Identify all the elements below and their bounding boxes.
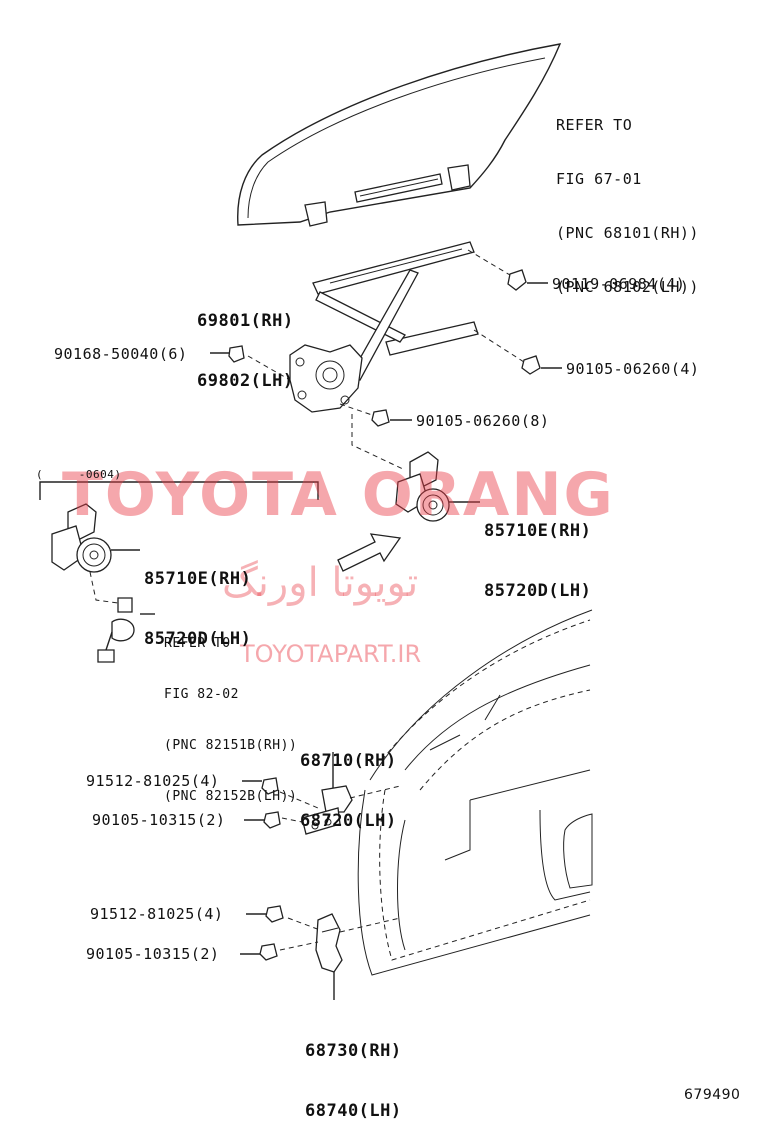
figure-number: 679490	[684, 1087, 741, 1103]
bolt-left-callout: 90168-50040(6)	[54, 345, 188, 363]
hinge-bolt-1-callout: 91512-81025(4)	[86, 772, 220, 790]
regulator-lower-rail	[385, 321, 479, 356]
bolt-icon-bottom	[371, 409, 412, 427]
lower-hinge-icon	[315, 913, 343, 1000]
motor-icon-left	[51, 503, 140, 573]
bolt-icon-hinge-1	[242, 777, 279, 795]
glass-ref-callout: REFER TO FIG 67-01 (PNC 68101(RH)) (PNC …	[556, 116, 699, 296]
hinge-bolt-4-callout: 90105-10315(2)	[86, 945, 220, 963]
motor-right-callout: 85710E(RH) 85720D(LH)	[484, 521, 592, 601]
upper-hinge-callout: 68710(RH) 68720(LH)	[300, 751, 397, 831]
bracket-note: ( -0604)	[36, 468, 122, 481]
bolt-icon-right	[521, 355, 562, 375]
bolt-top-callout: 90119-06984(4)	[552, 275, 686, 293]
bolt-right-callout: 90105-06260(4)	[566, 360, 700, 378]
bolt-icon-hinge-3	[246, 905, 284, 923]
upper-hinge-icon	[301, 752, 353, 835]
bolt-icon-hinge-4	[240, 943, 278, 961]
bolt-bottom-callout: 90105-06260(8)	[416, 412, 550, 430]
bolt-icon-top	[507, 269, 548, 291]
motor-icon-right	[395, 451, 480, 522]
motor-left-callout: 85710E(RH) 85720D(LH)	[144, 569, 252, 649]
regulator-callout: 69801(RH) 69802(LH)	[197, 311, 294, 391]
hinge-bolt-2-callout: 90105-10315(2)	[92, 811, 226, 829]
parts-diagram: TOYOTA ORANG تویوتا اورنگ TOYOTAPART.IR …	[36, 43, 741, 1121]
hinge-bolt-3-callout: 91512-81025(4)	[90, 905, 224, 923]
direction-arrow	[337, 533, 402, 572]
door-glass	[237, 43, 562, 226]
lower-hinge-callout: 68730(RH) 68740(LH)	[305, 1041, 402, 1121]
bolt-icon-left	[210, 345, 245, 363]
diagram-lines	[39, 43, 593, 1000]
regulator-base	[289, 344, 363, 413]
regulator-upper-rail	[312, 241, 475, 295]
wire-ref-callout: REFER TO FIG 82-02 (PNC 82151B(RH)) (PNC…	[164, 636, 298, 804]
car-body-outline	[357, 609, 593, 976]
bolt-icon-hinge-2	[244, 811, 281, 829]
